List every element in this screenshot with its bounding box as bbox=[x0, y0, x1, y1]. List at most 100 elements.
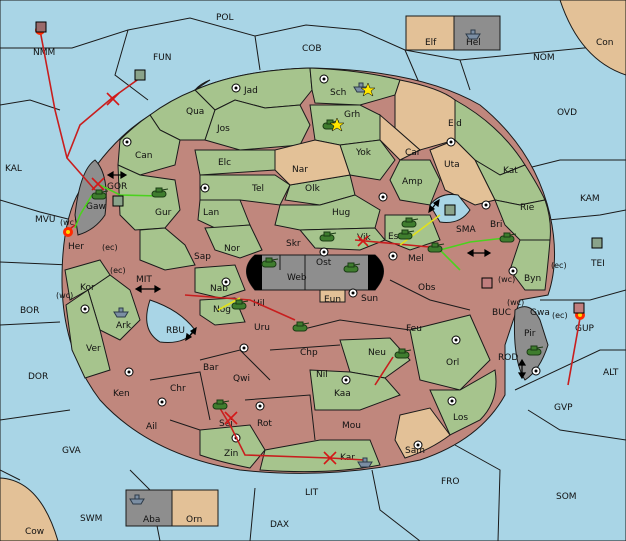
units bbox=[35, 21, 603, 505]
label-ark: Ark bbox=[116, 321, 132, 331]
label-mvu: MVU bbox=[35, 215, 56, 225]
region-byn[interactable] bbox=[509, 239, 551, 291]
label-gur: Gur bbox=[155, 208, 172, 218]
region-orl[interactable] bbox=[409, 314, 491, 391]
supply-center-icon bbox=[124, 367, 134, 377]
label-rbu: RBU bbox=[166, 326, 185, 336]
failed-order-marks bbox=[91, 92, 369, 465]
label-kam: KAM bbox=[580, 194, 600, 204]
explosion-icon bbox=[63, 227, 73, 237]
region-elc[interactable] bbox=[194, 149, 276, 176]
label-kal: KAL bbox=[5, 164, 22, 174]
army-icon bbox=[261, 257, 279, 268]
unit-marker-icon bbox=[134, 69, 146, 81]
region-gur[interactable] bbox=[117, 164, 181, 231]
region-elf[interactable] bbox=[405, 15, 455, 51]
army-icon bbox=[427, 242, 445, 253]
unit-marker-icon bbox=[573, 302, 585, 314]
label-chr: Chr bbox=[170, 384, 186, 394]
label-pir: Pir bbox=[524, 329, 536, 339]
label-wc-kor: (wc) bbox=[56, 291, 73, 300]
region-sap[interactable] bbox=[139, 227, 196, 271]
double-arrow-icon bbox=[134, 284, 162, 294]
label-los: Los bbox=[453, 413, 468, 423]
region-vik[interactable] bbox=[298, 227, 386, 251]
star-icon bbox=[360, 82, 376, 97]
region-los[interactable] bbox=[429, 369, 497, 436]
internal-borders bbox=[149, 279, 471, 441]
label-gor: GOR bbox=[107, 182, 127, 192]
region-hel[interactable] bbox=[453, 15, 501, 51]
label-gwa: Gwa bbox=[530, 308, 550, 318]
army-icon bbox=[151, 187, 169, 198]
label-zin: Zin bbox=[224, 449, 238, 459]
label-buc: BUC bbox=[492, 308, 511, 318]
region-esm[interactable] bbox=[384, 214, 441, 251]
region-kor[interactable] bbox=[64, 259, 111, 301]
label-aba: Aba bbox=[143, 515, 160, 525]
region-ver[interactable] bbox=[65, 289, 111, 379]
region-qua[interactable] bbox=[149, 89, 216, 141]
region-nor[interactable] bbox=[204, 224, 263, 259]
region-hug[interactable] bbox=[274, 194, 381, 231]
region-kar[interactable] bbox=[259, 439, 381, 473]
label-wc-byn: (wc) bbox=[498, 275, 515, 284]
label-sap: Sap bbox=[194, 252, 211, 262]
label-qwi: Qwi bbox=[233, 374, 250, 384]
army-icon bbox=[319, 231, 337, 242]
supply-center-icon bbox=[446, 137, 456, 147]
region-sam[interactable] bbox=[394, 407, 451, 459]
label-ver: Ver bbox=[86, 344, 101, 354]
label-neu: Neu bbox=[368, 348, 386, 358]
label-con: Con bbox=[596, 38, 614, 48]
label-dor: DOR bbox=[28, 372, 48, 382]
label-sam: Sam bbox=[405, 446, 425, 456]
army-icon bbox=[343, 262, 361, 273]
region-jos[interactable] bbox=[204, 99, 311, 151]
label-ail: Ail bbox=[146, 422, 157, 432]
label-gvp: GVP bbox=[554, 403, 573, 413]
fleet-icon bbox=[113, 307, 129, 318]
label-kat: Kat bbox=[503, 166, 518, 176]
region-orn[interactable] bbox=[171, 489, 219, 527]
label-fro: FRO bbox=[441, 477, 460, 487]
unit-marker-icon bbox=[444, 204, 456, 216]
label-rot: Rot bbox=[257, 419, 272, 429]
double-arrow-icon bbox=[106, 170, 128, 180]
sea-borders bbox=[0, 17, 626, 541]
label-web: Web bbox=[287, 273, 307, 283]
region-aba[interactable] bbox=[125, 489, 173, 527]
label-bar: Bar bbox=[203, 363, 219, 373]
region-can[interactable] bbox=[117, 114, 181, 176]
supply-center-icon bbox=[319, 74, 329, 84]
supply-center-icon bbox=[447, 396, 457, 406]
region-neu[interactable] bbox=[339, 337, 411, 379]
label-ec-gwa: (ec) bbox=[552, 311, 568, 320]
label-nor: Nor bbox=[224, 244, 240, 254]
label-kar: Kar bbox=[340, 453, 355, 463]
label-gva: GVA bbox=[62, 446, 82, 456]
label-ost: Ost bbox=[316, 258, 332, 268]
label-sch: Sch bbox=[330, 88, 346, 98]
region-nar[interactable] bbox=[274, 139, 351, 186]
army-icon bbox=[526, 345, 544, 356]
label-bri: Bri bbox=[490, 220, 502, 230]
label-elc: Elc bbox=[218, 158, 231, 168]
supply-center-icon bbox=[255, 401, 265, 411]
label-sun: Sun bbox=[361, 294, 378, 304]
army-icon bbox=[499, 232, 517, 243]
double-arrow-icon bbox=[466, 248, 492, 258]
region-nab[interactable] bbox=[194, 264, 246, 299]
unit-marker-icon bbox=[112, 195, 124, 207]
supply-center-icon bbox=[319, 247, 329, 257]
label-ovd: OVD bbox=[557, 108, 577, 118]
label-grh: Grh bbox=[344, 110, 360, 120]
label-ec-byn: (ec) bbox=[551, 261, 567, 270]
cross-icon bbox=[106, 92, 120, 106]
supply-center-icon bbox=[388, 251, 398, 261]
connection-arrows bbox=[106, 170, 527, 380]
label-ec-her: (ec) bbox=[102, 243, 118, 252]
army-icon bbox=[231, 299, 249, 310]
label-vik: Vik bbox=[357, 233, 371, 243]
